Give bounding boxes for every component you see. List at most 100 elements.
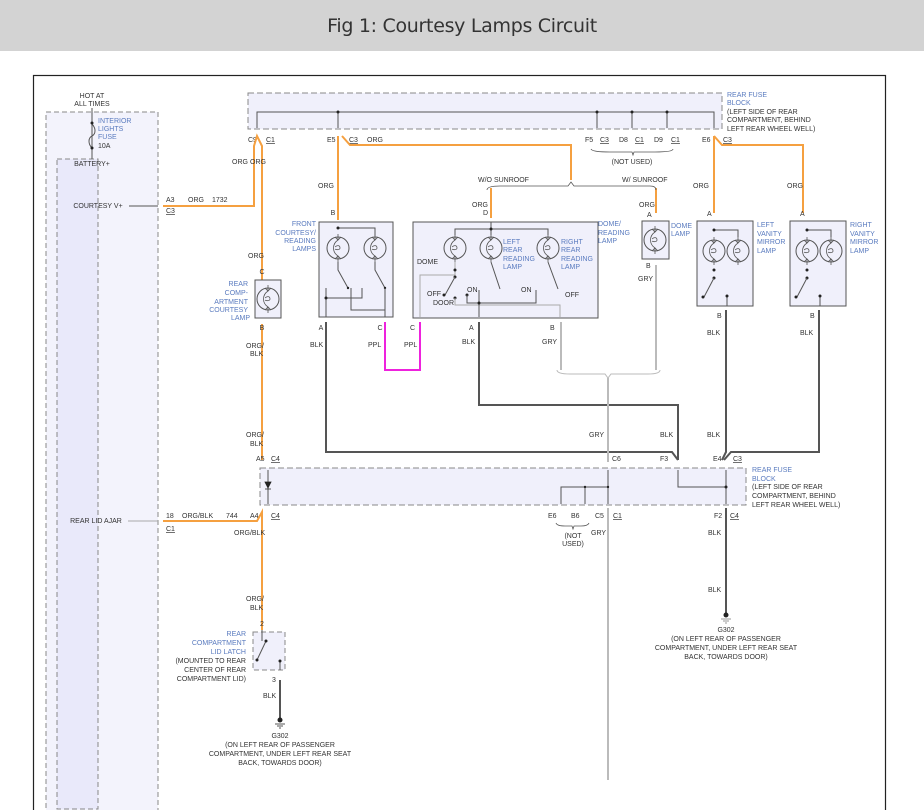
- diagram-label: BLK: [708, 587, 722, 594]
- diagram-label: INTERIOR: [98, 118, 131, 125]
- diagram-label: GRY: [591, 530, 606, 537]
- diagram-label: ORG/: [246, 343, 264, 350]
- diagram-label: E4: [713, 456, 722, 463]
- dome-lamp: DOME LAMP A B: [641, 212, 692, 270]
- diagram-label: C: [410, 325, 415, 332]
- ground-g302-right: G302 (ON LEFT REAR OF PASSENGER COMPARTM…: [655, 612, 798, 661]
- diagram-label: REAR: [227, 631, 246, 638]
- diagram-label: ORG: [787, 183, 803, 190]
- diagram-label: REAR FUSE: [727, 92, 767, 99]
- diagram-label: ORG: [232, 159, 248, 166]
- diagram-label: GRY: [542, 339, 557, 346]
- bottom-rear-fuse-block: REAR FUSE BLOCK (LEFT SIDE OF REAR COMPA…: [250, 456, 840, 548]
- circuit-744: 744: [226, 513, 238, 520]
- diagram-label: REAR: [561, 247, 580, 254]
- diagram-label: GRY: [638, 276, 653, 283]
- diagram-label: USED): [562, 541, 584, 548]
- diagram-label: REAR: [229, 281, 248, 288]
- diagram-label: COURTESY: [209, 307, 248, 314]
- diagram-label: C3: [349, 137, 358, 144]
- diagram-label: COMP-: [225, 290, 249, 297]
- diagram-label: LEFT: [503, 239, 521, 246]
- diagram-label: DOOR: [433, 300, 454, 307]
- diagram-label: ORG: [248, 253, 264, 260]
- diagram-label: LAMP: [598, 238, 617, 245]
- diagram-label: VANITY: [850, 231, 875, 238]
- diagram-label: BLK: [310, 342, 324, 349]
- diagram-label: ORG: [188, 197, 204, 204]
- wo-sunroof-label: W/O SUNROOF: [478, 177, 529, 184]
- diagram-label: COMPARTMENT, BEHIND: [727, 117, 811, 124]
- diagram-label: ON: [521, 287, 532, 294]
- diagram-label: ORG/BLK: [234, 530, 265, 537]
- diagram-label: READING: [598, 230, 630, 237]
- diagram-label: ORG/: [246, 596, 264, 603]
- right-vanity-mirror-lamp: RIGHT VANITY MIRROR LAMP A B: [789, 211, 878, 320]
- diagram-label: D: [483, 210, 488, 217]
- diagram-label: OFF: [427, 291, 441, 298]
- diagram-label: C3: [600, 137, 609, 144]
- diagram-label: BLK: [707, 432, 721, 439]
- diagram-label: ARTMENT: [214, 299, 248, 306]
- diagram-label: BLOCK: [752, 476, 776, 483]
- diagram-label: BLK: [708, 530, 722, 537]
- diagram-label: (LEFT SIDE OF REAR: [727, 109, 798, 116]
- rear-lid-ajar-label: REAR LID AJAR: [70, 518, 122, 525]
- diagram-label: A: [319, 325, 324, 332]
- diagram-label: ALL TIMES: [74, 101, 110, 108]
- diagram-label: BACK, TOWARDS DOOR): [238, 760, 322, 767]
- diagram-label: (ON LEFT REAR OF PASSENGER: [225, 742, 335, 749]
- diagram-label: G302: [271, 733, 288, 740]
- diagram-label: BLK: [800, 330, 814, 337]
- diagram-label: DOME: [671, 223, 692, 230]
- diagram-label: C1: [266, 137, 275, 144]
- diagram-label: LIGHTS: [98, 126, 124, 133]
- diagram-label: BLOCK: [727, 100, 751, 107]
- diagram-label: LAMPS: [292, 246, 316, 253]
- rear-compartment-lid-latch: REAR COMPARTMENT LID LATCH (MOUNTED TO R…: [175, 621, 286, 684]
- diagram-label: A4: [250, 513, 259, 520]
- diagram-label: (LEFT SIDE OF REAR: [752, 484, 823, 491]
- diagram-label: C1: [166, 526, 175, 533]
- diagram-label: A: [800, 211, 805, 218]
- figure-header: Fig 1: Courtesy Lamps Circuit: [0, 0, 924, 51]
- diagram-label: BLK: [250, 441, 264, 448]
- diagram-label: ORG: [472, 202, 488, 209]
- front-courtesy-reading-lamps: B FRONT COURTESY/ READING LAMPS A C: [275, 210, 394, 332]
- diagram-label: REAR: [503, 247, 522, 254]
- diagram-label: C: [377, 325, 382, 332]
- rear-compartment-courtesy-lamp: C B REAR COMP- ARTMENT COURTESY LAMP: [209, 269, 282, 332]
- diagram-label: E5: [327, 137, 336, 144]
- diagram-label: READING: [284, 238, 316, 245]
- diagram-label: PPL: [404, 342, 417, 349]
- diagram-label: CENTER OF REAR: [184, 667, 246, 674]
- diagram-label: C5: [595, 513, 604, 520]
- diagram-label: DOME: [417, 259, 438, 266]
- diagram-label: B: [260, 325, 265, 332]
- lower-wires: [279, 265, 820, 780]
- diagram-label: C3: [733, 456, 742, 463]
- diagram-label: A3: [166, 197, 175, 204]
- diagram-label: B: [810, 313, 815, 320]
- not-used-label: (NOT USED): [612, 159, 653, 166]
- diagram-label: C1: [671, 137, 680, 144]
- diagram-label: FUSE: [98, 134, 117, 141]
- diagram-label: PPL: [368, 342, 381, 349]
- diagram-label: B: [331, 210, 336, 217]
- diagram-label: 3: [272, 677, 276, 684]
- diagram-label: BACK, TOWARDS DOOR): [684, 654, 768, 661]
- diagram-label: B: [717, 313, 722, 320]
- diagram-label: LEFT: [757, 222, 775, 229]
- diagram-label: C3: [723, 137, 732, 144]
- diagram-label: ORG: [367, 137, 383, 144]
- diagram-label: 18: [166, 513, 174, 520]
- diagram-label: DOME/: [598, 221, 621, 228]
- diagram-label: D8: [619, 137, 628, 144]
- diagram-label: (ON LEFT REAR OF PASSENGER: [671, 636, 781, 643]
- diagram-label: LAMP: [231, 315, 250, 322]
- diagram-label: RIGHT: [561, 239, 584, 246]
- diagram-label: BLK: [263, 693, 277, 700]
- org-wires: [163, 133, 804, 630]
- diagram-label: BLK: [250, 351, 264, 358]
